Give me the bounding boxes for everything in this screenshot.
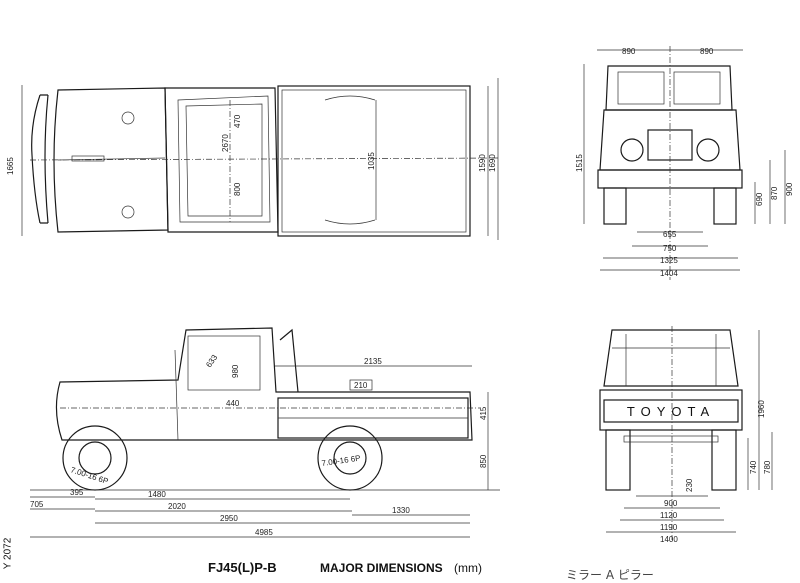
dim-rear-1190: 1190 (660, 523, 678, 532)
dim-side-1480: 1480 (148, 490, 166, 499)
dim-front-750: 750 (663, 244, 677, 253)
side-view: 2135 210 633 980 440 415 850 395 1480 70… (30, 327, 500, 538)
front-view: 890 890 1515 690 870 900 655 750 1325 14… (575, 46, 794, 280)
dim-top-2670: 2670 (221, 134, 230, 152)
dim-side-2135: 2135 (364, 357, 382, 366)
dim-rear-900: 900 (664, 499, 678, 508)
dim-rear-740: 740 (749, 460, 758, 474)
dim-side-1330: 1330 (392, 506, 410, 515)
dim-front-1515: 1515 (575, 154, 584, 172)
rear-view: TOYOTA 1960 740 780 230 900 1120 1190 14… (599, 326, 773, 544)
dim-side-395: 395 (70, 488, 84, 497)
model-code: FJ45(L)P-B (208, 560, 277, 575)
dim-rear-1400: 1400 (660, 535, 678, 544)
dim-top-1690: 1690 (488, 154, 497, 172)
dim-top-1035: 1035 (367, 152, 376, 170)
rear-badge: TOYOTA (627, 404, 715, 419)
dim-front-890-right: 890 (700, 47, 714, 56)
drawing-title: MAJOR DIMENSIONS (320, 561, 443, 575)
dim-front-690: 690 (755, 192, 764, 206)
dim-side-633: 633 (204, 353, 219, 370)
dim-front-900: 900 (785, 182, 794, 196)
dim-front-870: 870 (770, 186, 779, 200)
dim-side-980: 980 (231, 364, 240, 378)
dim-front-1404: 1404 (660, 269, 678, 278)
dim-side-4985: 4985 (255, 528, 273, 537)
dim-top-470: 470 (233, 114, 242, 128)
side-code: Y 2072 (2, 537, 14, 570)
drawing-unit: (mm) (454, 561, 482, 575)
top-view: 1665 1590 1690 1035 2670 470 800 (6, 78, 501, 240)
dim-rear-1960: 1960 (757, 400, 766, 418)
dim-top-1665: 1665 (6, 157, 15, 175)
dim-side-850: 850 (479, 454, 488, 468)
dim-side-705: 705 (30, 500, 44, 509)
dim-front-655: 655 (663, 230, 677, 239)
dim-side-440: 440 (226, 399, 240, 408)
dim-front-1325: 1325 (660, 256, 678, 265)
dim-side-2020: 2020 (168, 502, 186, 511)
dim-side-210: 210 (354, 381, 368, 390)
dim-rear-230: 230 (685, 478, 694, 492)
dim-side-2950: 2950 (220, 514, 238, 523)
dim-side-415: 415 (479, 406, 488, 420)
dim-front-890-left: 890 (622, 47, 636, 56)
dim-rear-780: 780 (763, 460, 772, 474)
dim-rear-1120: 1120 (660, 511, 678, 520)
dim-top-800: 800 (233, 182, 242, 196)
tire-label-rear: 7.00-16 6P (321, 454, 361, 468)
handwritten-note: ミラー A ピラー (566, 568, 654, 582)
dim-top-1590: 1590 (478, 154, 487, 172)
